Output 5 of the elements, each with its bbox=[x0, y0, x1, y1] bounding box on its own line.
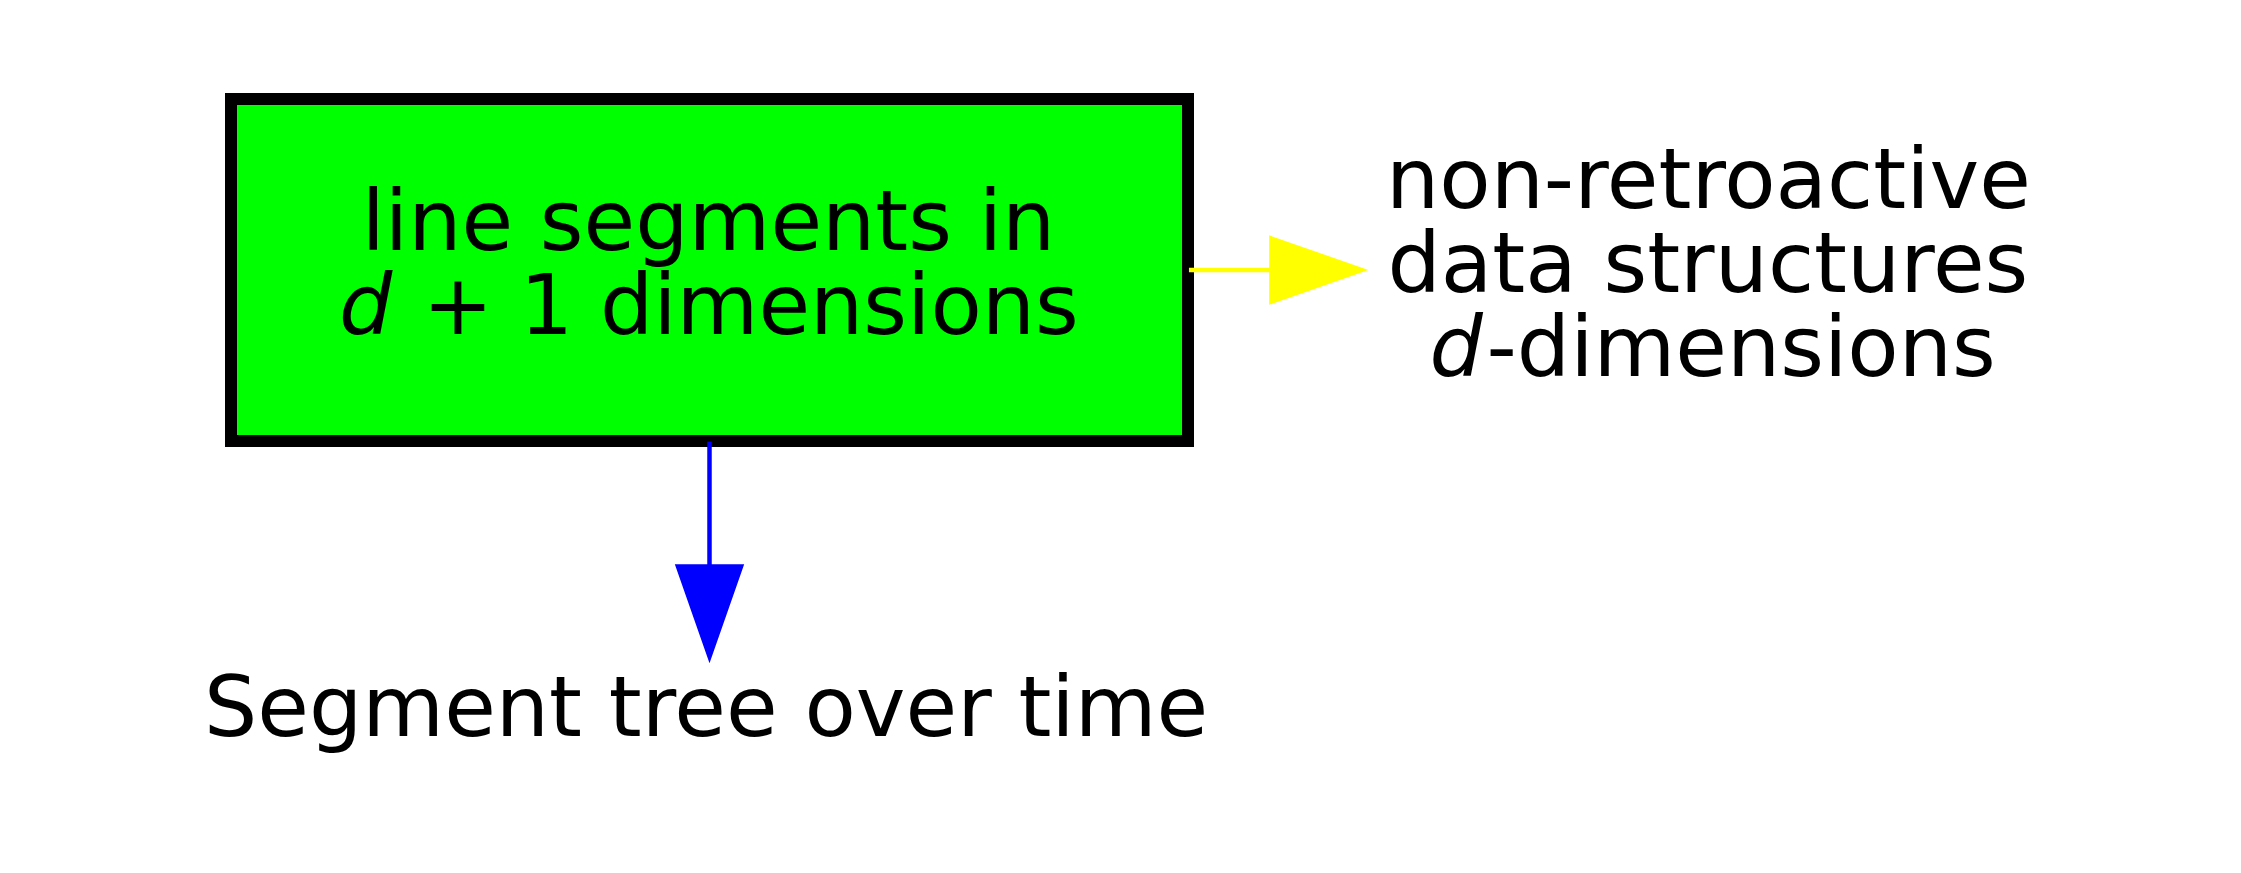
arrow bbox=[1188, 235, 1369, 305]
node-text: non-retroactive data structures d-dimensions bbox=[1386, 130, 2031, 397]
node-box: line segments in d + 1 dimensions bbox=[225, 93, 1194, 447]
node-text: Segment tree over time bbox=[204, 658, 1209, 757]
arrow bbox=[674, 441, 745, 664]
